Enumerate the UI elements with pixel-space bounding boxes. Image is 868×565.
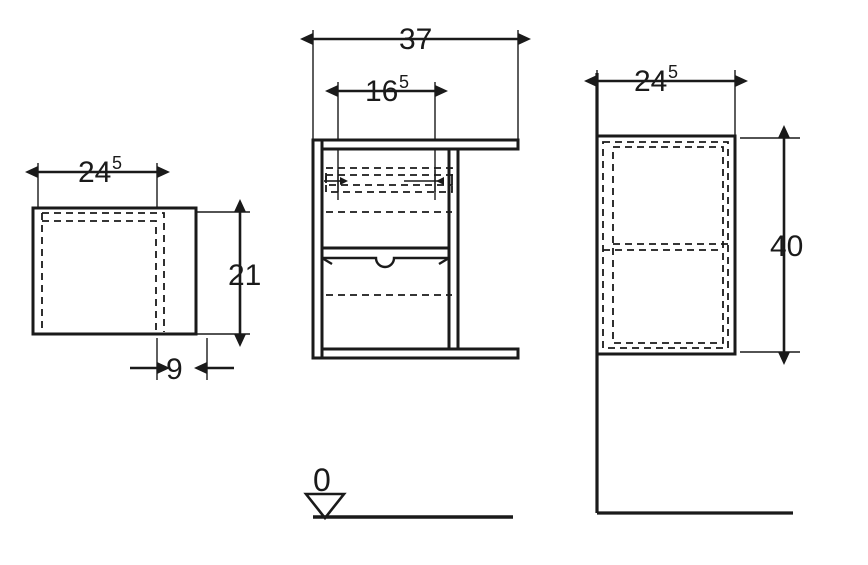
top-view-outline [31,206,198,336]
front-view-top-panel [311,138,520,151]
side-view-depth-value: 24 [634,65,667,98]
datum-triangle-icon [303,492,347,521]
front-view-middle-shelf [321,246,450,269]
top-view-depth-value: 21 [228,259,261,292]
side-view-depth-superscript: 5 [668,62,678,82]
front-view-inner-width-superscript: 5 [399,72,409,92]
datum-zero-label: 0 [313,462,331,498]
side-view-height-dimension: 40 [770,125,803,365]
side-view-wall-floor-reference [595,73,793,515]
front-view-left-panel [311,138,324,360]
side-view-hidden-edges [602,141,729,349]
top-view-width-dimension: 24 5 [25,153,170,189]
front-view-total-width-dimension: 37 [300,23,531,56]
front-view-carcass [311,138,520,360]
front-view-upper-drawer-hidden [325,167,453,213]
top-view-width-superscript: 5 [112,153,122,173]
side-view-group: 24 5 40 [584,62,803,515]
front-view-right-panel [447,147,460,351]
front-view-drawer-micro-dimension [324,170,444,192]
front-view-handle-notch [322,256,449,269]
front-view-group: 37 16 5 [300,23,531,360]
front-view-inner-width-value: 16 [365,75,398,108]
top-view-offset-value: 9 [166,353,183,386]
top-view-depth-dimension: 21 [228,199,261,347]
front-view-bottom-panel [311,347,520,360]
front-view-inner-width-dimension: 16 5 [325,72,448,108]
side-view-outline [595,134,737,356]
top-view-offset-dimension: 9 [130,353,234,386]
front-view-total-width-value: 37 [399,23,432,56]
top-view-group: 24 5 21 9 [25,153,261,386]
side-view-height-value: 40 [770,230,803,263]
top-view-width-value: 24 [78,156,111,189]
side-view-depth-dimension: 24 5 [584,62,748,98]
floor-datum-group: 0 [303,462,513,521]
top-view-hidden-edges [41,212,165,332]
